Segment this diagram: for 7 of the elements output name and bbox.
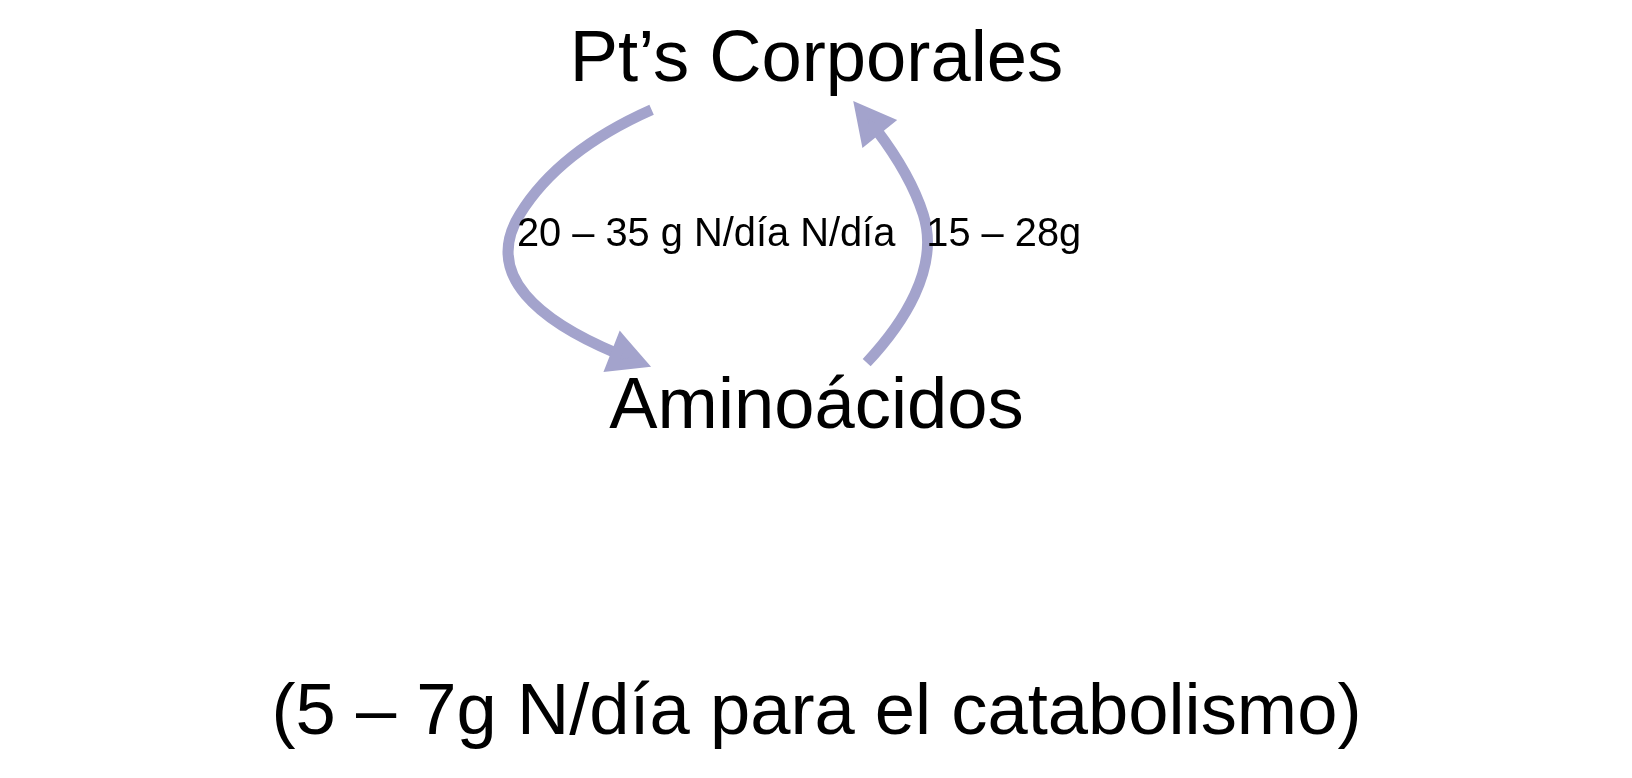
- node-text: Pt’s Corporales: [569, 14, 1063, 96]
- node-text: Aminoácidos: [608, 361, 1024, 443]
- edge-label: 15 – 28g: [925, 210, 1081, 255]
- arrow: [852, 101, 933, 367]
- label: (5 – 7g N/día para el catabolismo): [271, 667, 1361, 749]
- edge-label: 20 – 35 g N/día N/día: [516, 210, 895, 255]
- arrow: [502, 104, 654, 373]
